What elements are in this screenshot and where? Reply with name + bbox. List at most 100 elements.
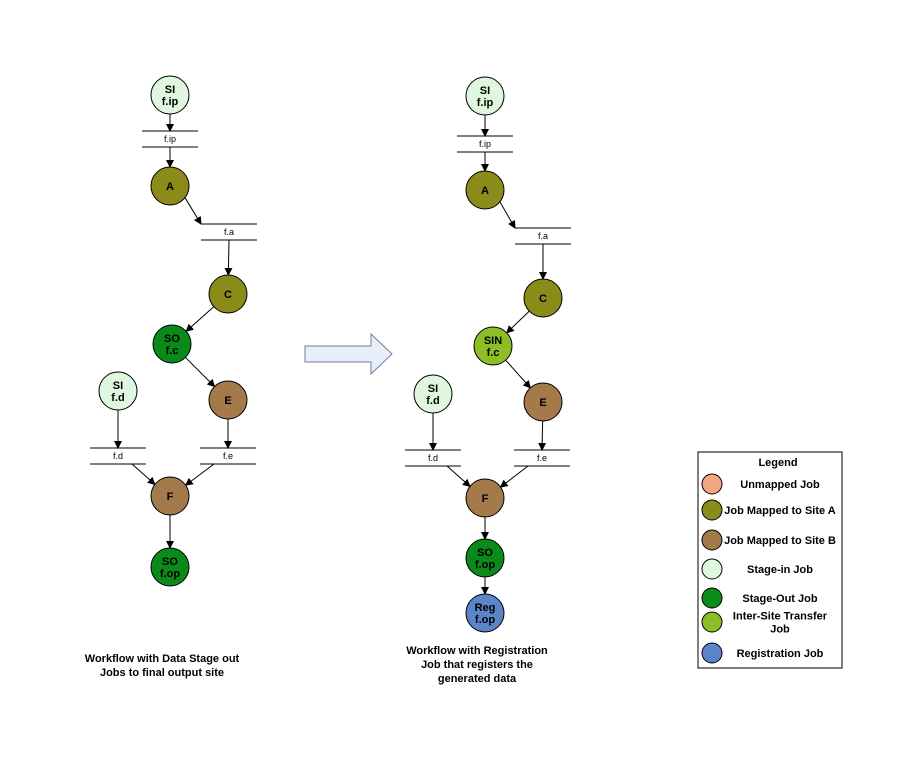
right-caption-line: generated data bbox=[438, 673, 517, 685]
right-job-sin-label: f.c bbox=[487, 347, 500, 359]
right-file-label-fd: f.d bbox=[428, 453, 438, 463]
left-edge-c-to-so1 bbox=[185, 306, 215, 333]
legend-label-site_a: Job Mapped to Site A bbox=[724, 505, 835, 517]
legend-item-unmapped: Unmapped Job bbox=[701, 473, 820, 495]
left-job-si1-label: f.ip bbox=[162, 96, 179, 108]
left-job-si2-label: f.d bbox=[111, 392, 124, 404]
left-job-si2-label: SI bbox=[113, 380, 123, 392]
left-job-so1-label: SO bbox=[164, 333, 180, 345]
legend-item-site_b: Job Mapped to Site B bbox=[701, 529, 836, 551]
left-job-f-label: F bbox=[167, 491, 174, 503]
legend-label-stage_in: Stage-in Job bbox=[747, 564, 813, 576]
left-edge-fe-to-f bbox=[184, 463, 215, 486]
right-caption-line: Workflow with Registration bbox=[406, 645, 548, 657]
legend-label-registration: Registration Job bbox=[737, 648, 824, 660]
right-edge-sin-to-e bbox=[505, 359, 532, 389]
left-file-label-fe: f.e bbox=[223, 451, 233, 461]
right-file-fe: f.e bbox=[514, 449, 570, 467]
right-file-label-fip: f.ip bbox=[479, 139, 491, 149]
legend-label-stage_out: Stage-Out Job bbox=[742, 593, 817, 605]
edges-layer bbox=[114, 114, 547, 595]
right-job-so-label: f.op bbox=[475, 559, 495, 571]
right-edge-fd-to-f bbox=[446, 465, 471, 488]
legend-title: Legend bbox=[758, 457, 797, 469]
right-job-c-circle bbox=[523, 278, 563, 318]
files-layer: f.ip f.a f.d f.e f.ip f.a f.d f.e bbox=[90, 130, 571, 467]
left-job-e-label: E bbox=[224, 395, 231, 407]
right-job-sin-circle bbox=[473, 326, 513, 366]
left-job-si1: SIf.ip bbox=[150, 75, 190, 115]
right-job-f-label: F bbox=[482, 493, 489, 505]
right-job-a-label: A bbox=[481, 185, 489, 197]
right-job-si2-circle bbox=[413, 374, 453, 414]
left-edge-a-to-fa bbox=[184, 197, 202, 225]
right-job-a: A bbox=[465, 170, 505, 210]
legend-swatch-stage_in bbox=[701, 558, 723, 580]
right-file-fa: f.a bbox=[515, 227, 571, 245]
legend-label-inter_site: Job bbox=[770, 624, 790, 636]
right-file-label-fe: f.e bbox=[537, 453, 547, 463]
left-job-a-circle bbox=[150, 166, 190, 206]
left-caption-line: Jobs to final output site bbox=[100, 667, 224, 679]
right-job-c: C bbox=[523, 278, 563, 318]
left-job-e-circle bbox=[208, 380, 248, 420]
right-job-so-label: SO bbox=[477, 547, 493, 559]
left-edge-so1-to-e bbox=[185, 357, 216, 388]
right-caption-line: Job that registers the bbox=[421, 659, 533, 671]
right-job-so: SOf.op bbox=[465, 538, 505, 578]
right-job-f: F bbox=[465, 478, 505, 518]
legend-swatch-site_b bbox=[701, 529, 723, 551]
legend-swatch-inter_site bbox=[701, 611, 723, 633]
right-job-reg-circle bbox=[465, 593, 505, 633]
legend-item-registration: Registration Job bbox=[701, 642, 824, 664]
legend-swatch-unmapped bbox=[701, 473, 723, 495]
left-job-so2-circle bbox=[150, 547, 190, 587]
legend-item-site_a: Job Mapped to Site A bbox=[701, 499, 836, 521]
right-job-so-circle bbox=[465, 538, 505, 578]
left-job-so1-circle bbox=[152, 324, 192, 364]
right-edge-a-to-fa bbox=[499, 201, 516, 229]
left-file-label-fa: f.a bbox=[224, 227, 234, 237]
legend-swatch-site_a bbox=[701, 499, 723, 521]
right-job-si1-label: f.ip bbox=[477, 97, 494, 109]
left-job-so2-label: f.op bbox=[160, 568, 180, 580]
left-job-si1-label: SI bbox=[165, 84, 175, 96]
right-job-e: E bbox=[523, 382, 563, 422]
left-edge-fd-to-f bbox=[131, 463, 156, 486]
right-job-si1: SIf.ip bbox=[465, 76, 505, 116]
right-edge-fe-to-f bbox=[499, 465, 529, 488]
right-file-label-fa: f.a bbox=[538, 231, 548, 241]
legend-swatch-registration bbox=[701, 642, 723, 664]
legend-box bbox=[697, 451, 843, 669]
right-job-e-circle bbox=[523, 382, 563, 422]
left-file-fe: f.e bbox=[200, 447, 256, 465]
right-edge-c-to-sin bbox=[505, 310, 530, 334]
left-job-f-circle bbox=[150, 476, 190, 516]
legend-swatch-stage_out bbox=[701, 587, 723, 609]
right-job-reg-label: Reg bbox=[475, 602, 496, 614]
right-job-f-circle bbox=[465, 478, 505, 518]
left-job-f: F bbox=[150, 476, 190, 516]
right-edge-e-to-fe bbox=[538, 420, 547, 451]
right-job-si1-circle bbox=[465, 76, 505, 116]
left-job-so2-label: SO bbox=[162, 556, 178, 568]
left-job-a: A bbox=[150, 166, 190, 206]
left-edge-fa-to-c bbox=[224, 239, 233, 277]
left-file-fa: f.a bbox=[201, 223, 257, 241]
left-job-so1-label: f.c bbox=[166, 345, 179, 357]
left-caption-line: Workflow with Data Stage out bbox=[85, 653, 240, 665]
left-job-a-label: A bbox=[166, 181, 174, 193]
left-file-fip: f.ip bbox=[142, 130, 198, 148]
legend-label-site_b: Job Mapped to Site B bbox=[724, 535, 836, 547]
left-job-c: C bbox=[208, 274, 248, 314]
right-job-a-circle bbox=[465, 170, 505, 210]
right-job-sin-label: SIN bbox=[484, 335, 502, 347]
left-file-label-fd: f.d bbox=[113, 451, 123, 461]
legend-item-stage_out: Stage-Out Job bbox=[701, 587, 818, 609]
right-job-reg-label: f.op bbox=[475, 614, 495, 626]
